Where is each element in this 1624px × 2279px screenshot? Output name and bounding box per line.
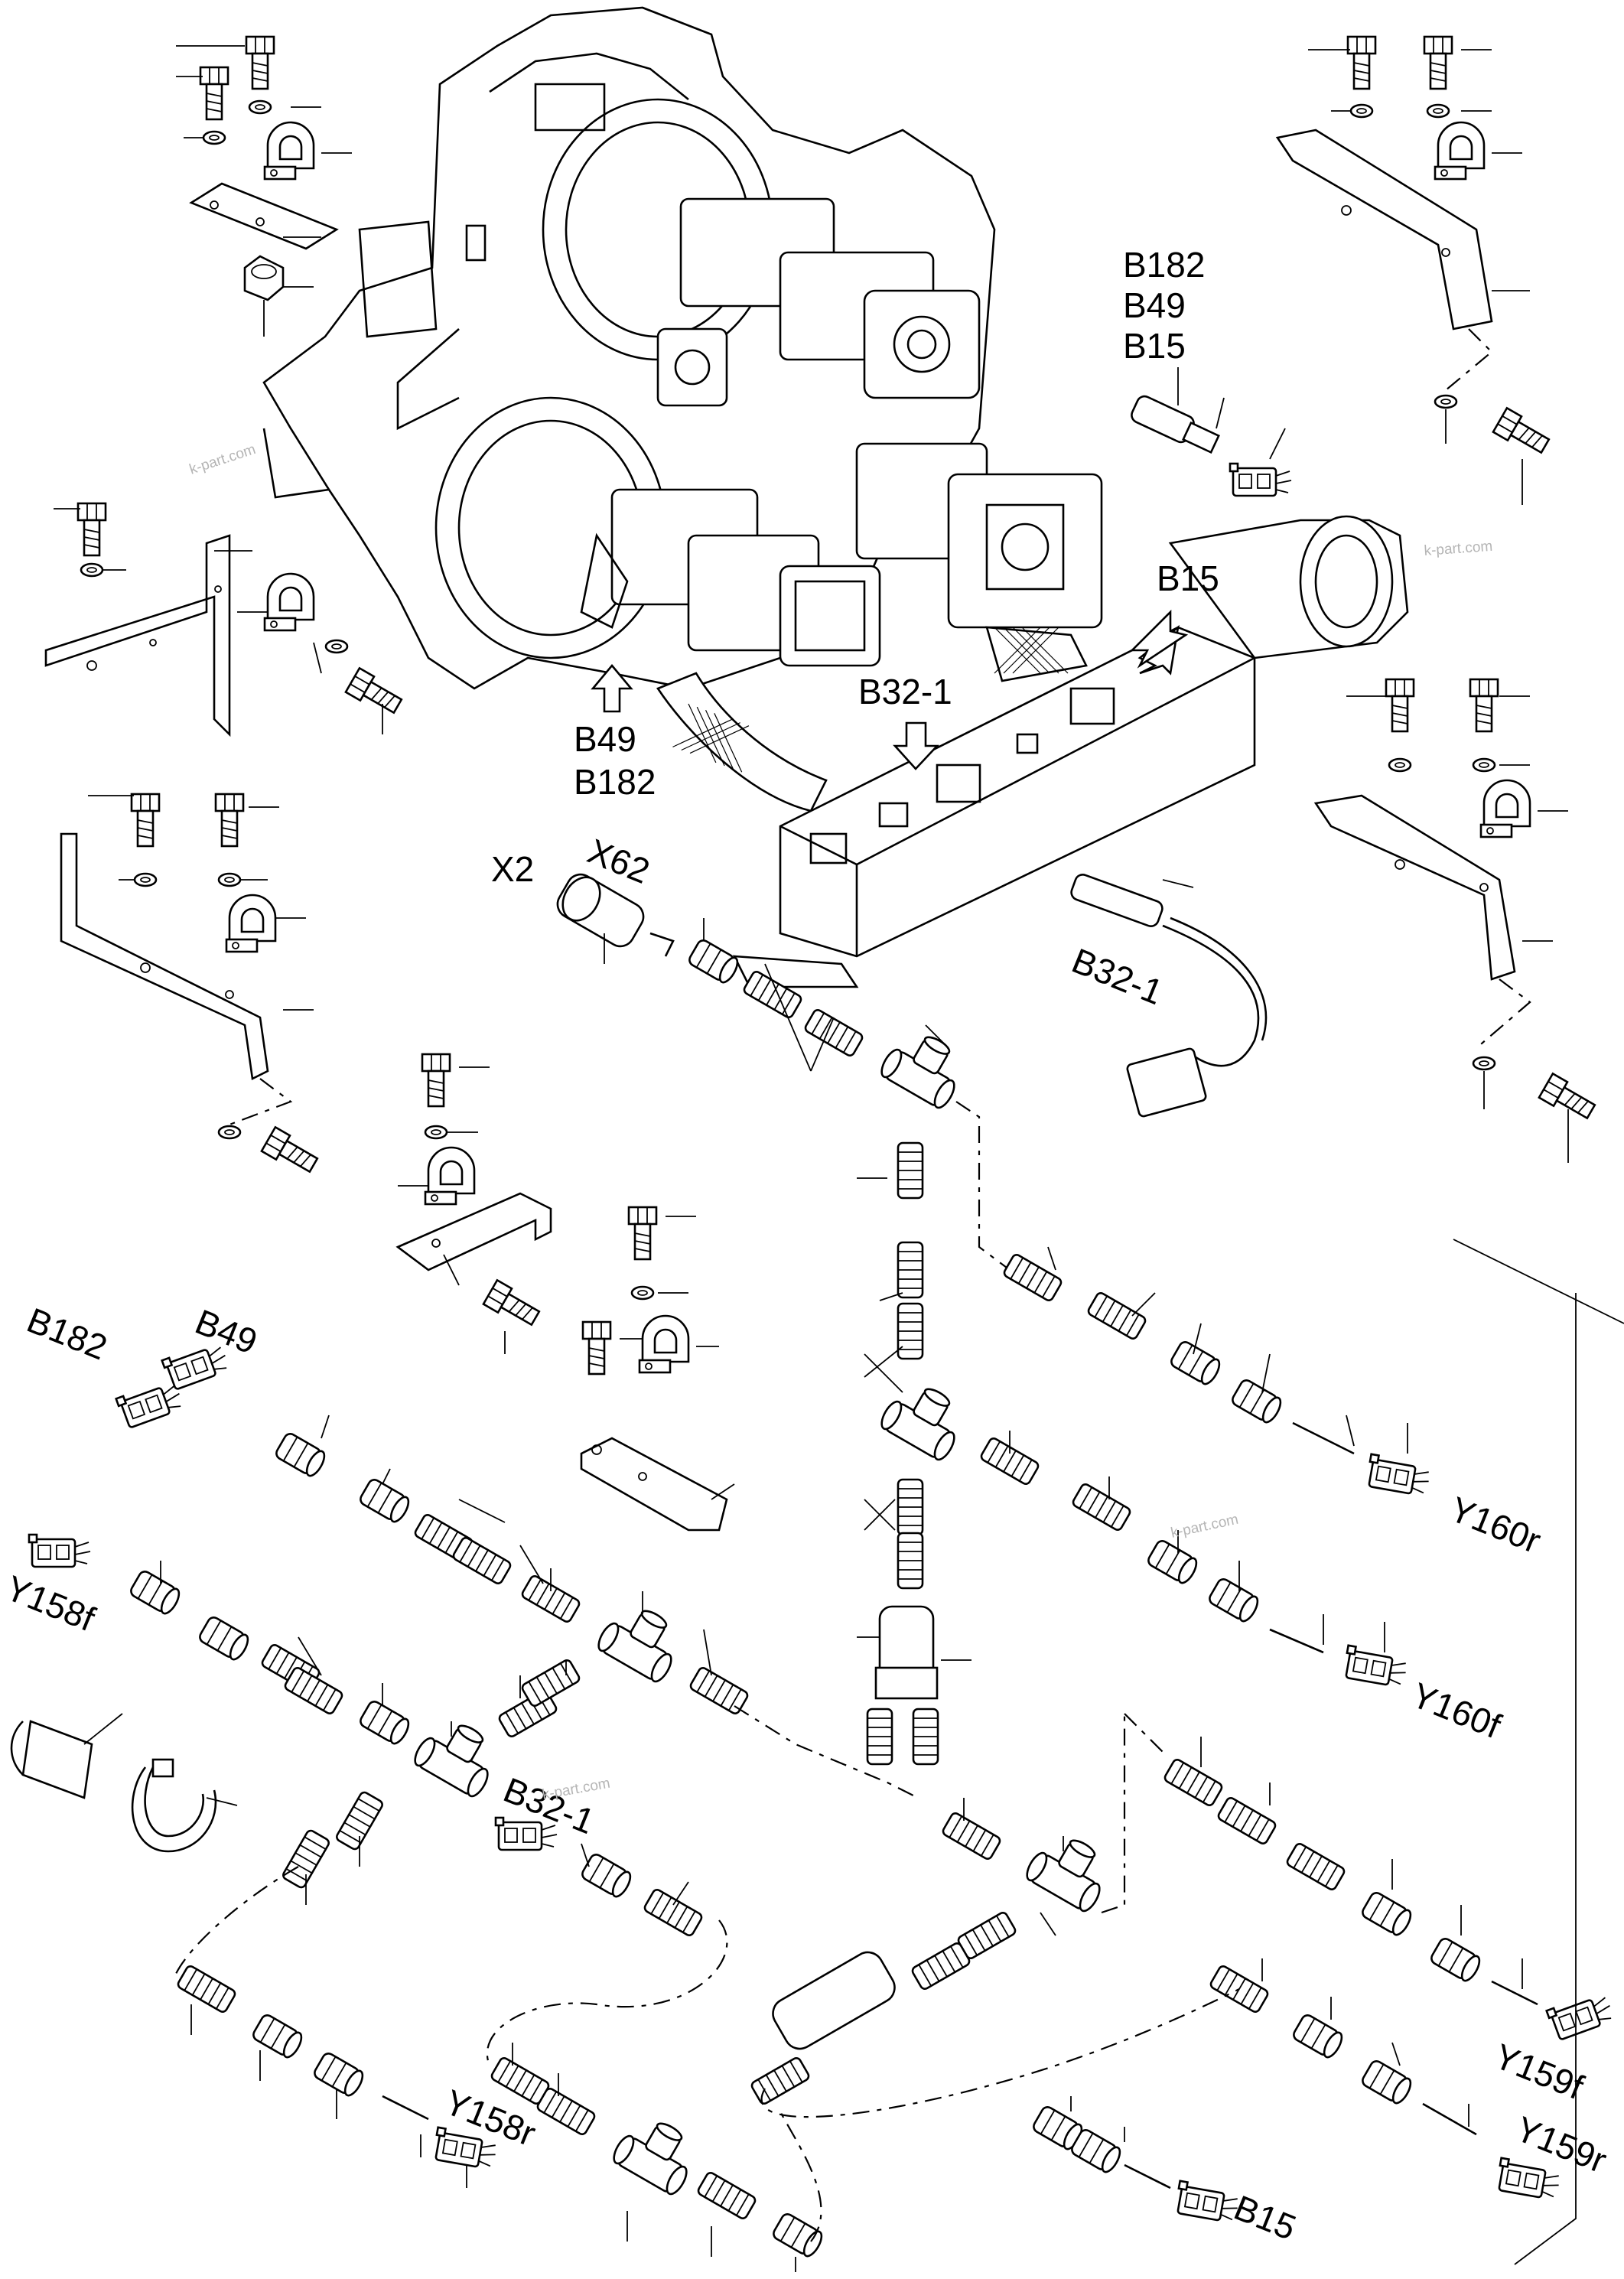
hose-branch-left <box>28 1338 919 1975</box>
frame-outline <box>1453 1239 1624 2265</box>
label-y160r: Y160r <box>1444 1489 1546 1561</box>
label-x2: X2 <box>491 849 534 889</box>
hose-branch-y160r <box>955 1101 1433 1498</box>
label-b15-bottom: B15 <box>1229 2187 1301 2248</box>
label-y160f: Y160f <box>1406 1675 1506 1746</box>
cable-tie <box>131 1758 238 1853</box>
label-b15-top: B15 <box>1123 326 1186 366</box>
bracket-group-top-left <box>176 35 352 337</box>
hose-sleeve <box>10 1713 123 1799</box>
label-b49-top: B49 <box>1123 285 1186 325</box>
bracket-group-lower-left <box>60 793 322 1178</box>
watermark-3: k-part.com <box>1170 1512 1240 1542</box>
sensor-b32-1 <box>1070 874 1268 1118</box>
hose-branch-y158r <box>175 1963 500 2188</box>
label-b32-1-arrow: B32-1 <box>858 672 952 711</box>
arrow-b15 <box>1129 609 1189 676</box>
label-y158f: Y158f <box>0 1568 100 1639</box>
bracket-group-center-lower <box>580 1206 735 1532</box>
arrow-b32-1 <box>893 721 939 770</box>
label-b182-left: B182 <box>21 1300 112 1367</box>
hose-branch-right-lower <box>749 1713 1616 2225</box>
bracket-group-mid-right <box>1313 678 1600 1163</box>
label-b182-top: B182 <box>1123 245 1205 285</box>
label-b49-arrow: B49 <box>574 719 636 759</box>
hose-vertical-center <box>857 1141 974 1766</box>
transmission-housing <box>262 6 1103 812</box>
label-b15-arrow: B15 <box>1157 558 1219 598</box>
arrow-b49-b182 <box>591 663 633 713</box>
watermark-2: k-part.com <box>1424 539 1493 559</box>
hose-branch-bottom <box>489 2043 826 2272</box>
bracket-group-center <box>395 1053 552 1354</box>
label-b182-arrow: B182 <box>574 762 656 802</box>
exhaust-pipe <box>732 515 1409 988</box>
hose-branch-y160f <box>978 1431 1410 1689</box>
connector-x2-x62 <box>556 873 974 1112</box>
label-y159f: Y159f <box>1489 2036 1589 2107</box>
bracket-group-top-right <box>1275 35 1554 505</box>
sensor-b15-top <box>1131 367 1293 497</box>
label-b32-1-sensor: B32-1 <box>1066 940 1168 1012</box>
hose-branch-b32-1 <box>486 1816 728 2066</box>
bracket-group-mid-left <box>44 502 406 737</box>
watermark-1: k-part.com <box>187 441 258 478</box>
